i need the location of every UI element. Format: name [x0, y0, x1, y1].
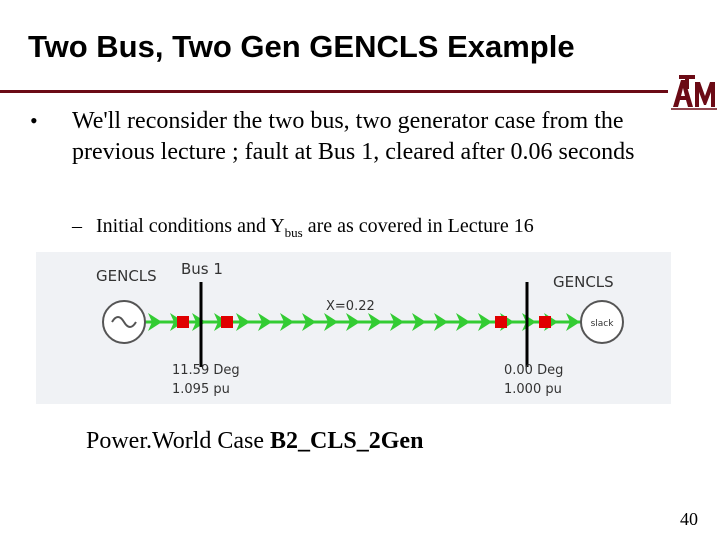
- flow-arrow-icon: [456, 313, 470, 331]
- university-logo-icon: [671, 75, 717, 110]
- bus2-angle: 0.00 Deg: [504, 363, 563, 378]
- bus1-label: Bus 1: [181, 260, 223, 278]
- flow-arrow-icon: [412, 313, 426, 331]
- flow-arrow-icon: [434, 313, 448, 331]
- flow-arrow-icon: [324, 313, 338, 331]
- breaker-gen-left: [177, 316, 189, 328]
- one-line-diagram: slack GENCLS Bus 1 GENCLS X=0.22 11.59 D…: [36, 252, 671, 404]
- flow-arrow-icon: [236, 313, 250, 331]
- breaker-line-left: [221, 316, 233, 328]
- title-divider: [0, 90, 668, 93]
- bullet-marker: •: [30, 108, 38, 133]
- flow-arrow-icon: [258, 313, 272, 331]
- slide-title: Two Bus, Two Gen GENCLS Example: [28, 29, 575, 64]
- sub-text-after: are as covered in Lecture 16: [302, 215, 534, 237]
- bus1-voltage: 1.095 pu: [172, 382, 230, 397]
- right-generator-icon: [580, 300, 624, 344]
- flow-arrow-icon: [390, 313, 404, 331]
- left-generator-icon: [102, 300, 146, 344]
- sub-bullet-marker: –: [72, 215, 82, 237]
- case-name: B2_CLS_2Gen: [270, 428, 424, 454]
- bus2-voltage: 1.000 pu: [504, 382, 562, 397]
- page-number: 40: [680, 509, 698, 529]
- breaker-gen-right: [539, 316, 551, 328]
- bullet-text: We'll reconsider the two bus, two genera…: [72, 108, 635, 165]
- flow-arrow-icon: [478, 313, 492, 331]
- ybus-subscript: bus: [284, 225, 303, 240]
- bus1-angle: 11.59 Deg: [172, 363, 240, 378]
- sub-bullet-text: Initial conditions and Ybus are as cover…: [96, 213, 696, 246]
- flow-arrow-icon: [148, 313, 162, 331]
- breaker-line-right: [495, 316, 507, 328]
- caption-prefix: Power.World Case: [86, 428, 271, 454]
- flow-arrow-icon: [280, 313, 294, 331]
- flow-arrow-icon: [346, 313, 360, 331]
- flow-arrow-icon: [368, 313, 382, 331]
- flow-arrow-icon: [302, 313, 316, 331]
- left-gen-label: GENCLS: [96, 267, 157, 285]
- slack-label: slack: [591, 319, 615, 329]
- sub-text-before: Initial conditions and Y: [96, 215, 285, 237]
- case-caption: Power.World Case B2_CLS_2Gen: [86, 426, 423, 456]
- flow-arrow-icon: [566, 313, 580, 331]
- flow-arrow-icon: [192, 313, 206, 331]
- line-reactance-label: X=0.22: [326, 299, 375, 314]
- right-gen-label: GENCLS: [553, 273, 614, 291]
